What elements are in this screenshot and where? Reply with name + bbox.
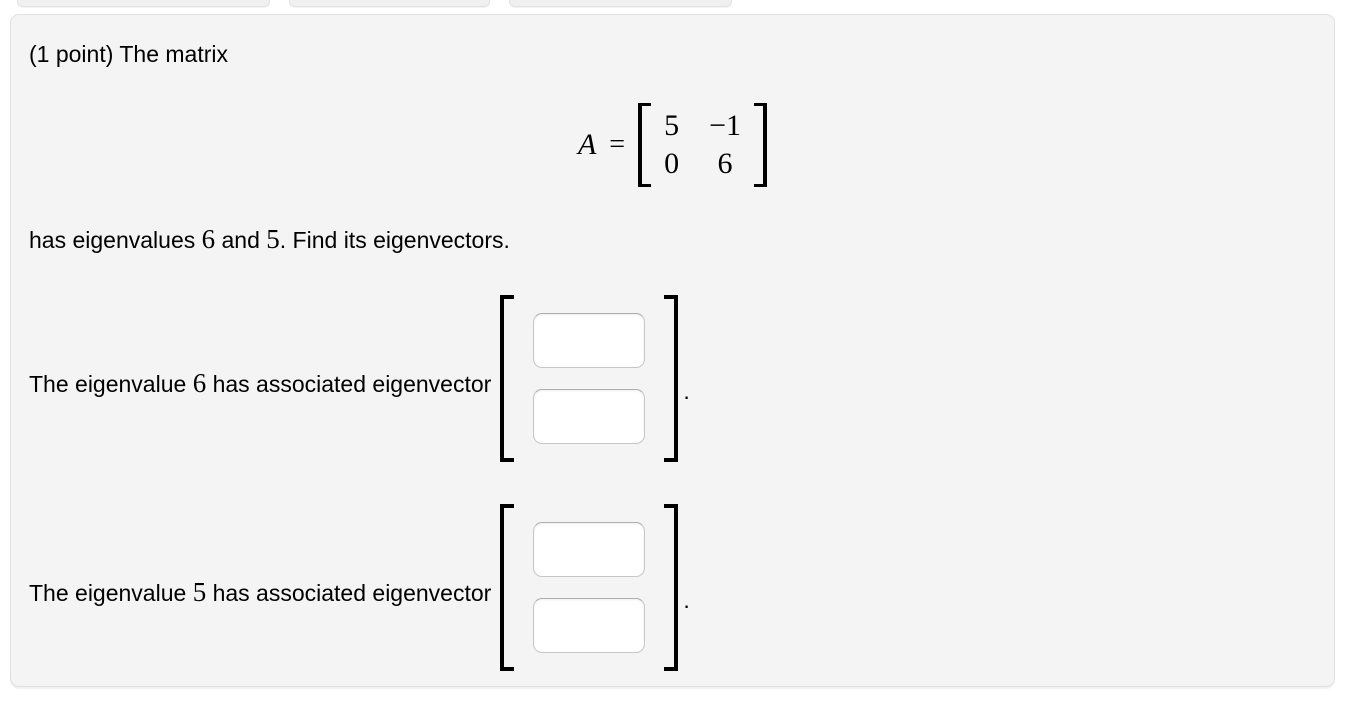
vector-right-bracket [664, 295, 679, 462]
eigenvector-6-entries [514, 295, 664, 462]
eigenvalue-6: 6 [192, 368, 207, 399]
matrix-cell-1-1: 6 [717, 147, 733, 180]
eigenvector-5-bracket-group [500, 504, 679, 671]
vector-left-bracket [500, 295, 515, 462]
vector-right-bracket [664, 504, 679, 671]
matrix-right-bracket [754, 103, 768, 187]
eigenline-text-before: has eigenvalues [29, 227, 202, 253]
equals-sign: = [609, 129, 626, 160]
eigenvector-5-entry-1[interactable] [533, 522, 646, 577]
eigenvector-5-entry-2[interactable] [533, 598, 646, 653]
eigenvector-6-entry-1[interactable] [533, 313, 646, 368]
matrix-cells: 5 −1 0 6 [651, 103, 754, 187]
matrix-cell-0-1: −1 [709, 109, 742, 142]
vector-left-bracket [500, 504, 515, 671]
matrix-left-bracket [638, 103, 652, 187]
matrix-cell-0-0: 5 [664, 109, 680, 142]
cut-off-top-button-3[interactable] [509, 0, 732, 7]
matrix-equation: A = 5 −1 0 6 [11, 103, 1334, 187]
matrix: 5 −1 0 6 [638, 103, 768, 187]
eigenvector-row-6-label: The eigenvalue 6 has associated eigenvec… [29, 370, 491, 399]
eigenvector-5-entries [514, 504, 664, 671]
eigenline-text-between: and [215, 227, 267, 253]
eigenvector-6-bracket-group [500, 295, 679, 462]
eigenvalues-statement: has eigenvalues 6 and 5. Find its eigenv… [29, 225, 510, 255]
matrix-symbol: A [577, 128, 597, 161]
cut-off-top-button-1[interactable] [17, 0, 270, 7]
cut-off-top-button-2[interactable] [289, 0, 490, 7]
eigenvector-row-5-label: The eigenvalue 5 has associated eigenvec… [29, 579, 491, 608]
eigenvector-6-entry-2[interactable] [533, 389, 646, 444]
eigenvalue-second: 5 [266, 224, 280, 254]
label-text-after: has associated eigenvector [206, 580, 492, 607]
eigenvalue-5: 5 [192, 577, 207, 608]
sentence-period: . [683, 378, 690, 404]
label-text-before: The eigenvalue [29, 371, 193, 398]
label-text-before: The eigenvalue [29, 580, 193, 607]
eigenvector-row-5: The eigenvalue 5 has associated eigenvec… [29, 504, 690, 671]
problem-panel: (1 point) The matrix A = 5 −1 0 6 has ei… [10, 14, 1335, 687]
sentence-period: . [683, 587, 690, 613]
matrix-cell-1-0: 0 [664, 147, 680, 180]
eigenline-text-after: . Find its eigenvectors. [279, 227, 510, 253]
eigenvalue-first: 6 [201, 224, 216, 254]
label-text-after: has associated eigenvector [206, 371, 492, 398]
eigenvector-row-6: The eigenvalue 6 has associated eigenvec… [29, 295, 690, 462]
problem-intro: (1 point) The matrix [29, 41, 228, 67]
